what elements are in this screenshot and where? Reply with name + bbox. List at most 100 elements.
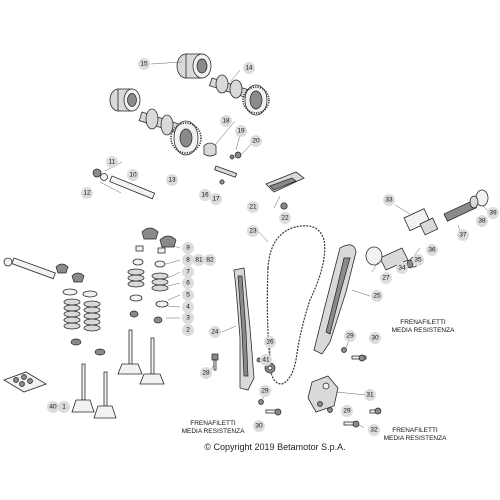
rocker-shaft	[92, 168, 156, 200]
callout-38: 38	[476, 215, 488, 227]
callout-37: 37	[457, 229, 469, 241]
callout-32: 32	[368, 424, 380, 436]
svg-text:15: 15	[140, 61, 148, 68]
svg-text:20: 20	[252, 138, 260, 145]
svg-text:34: 34	[398, 265, 406, 272]
camshaft-bearing-top	[176, 53, 212, 79]
callout-28: 28	[200, 367, 212, 379]
bolts	[211, 347, 382, 428]
decompressor-assembly	[203, 142, 242, 185]
svg-text:81: 81	[195, 257, 203, 264]
svg-text:35: 35	[414, 257, 422, 264]
svg-text:30: 30	[255, 423, 263, 430]
svg-text:14: 14	[245, 65, 253, 72]
svg-text:16: 16	[201, 192, 209, 199]
chain-tensioner-blade	[313, 244, 357, 355]
callout-9: 9	[182, 242, 194, 254]
svg-text:2: 2	[186, 327, 190, 334]
svg-text:30: 30	[371, 335, 379, 342]
callout-26: 26	[264, 336, 276, 348]
callout-10: 10	[127, 169, 139, 181]
svg-text:27: 27	[382, 275, 390, 282]
camshaft-exhaust	[209, 74, 270, 116]
svg-text:FRENAFILETTI: FRENAFILETTI	[400, 319, 446, 326]
callout-81: 81	[193, 254, 205, 266]
callout-13: 13	[166, 174, 178, 186]
callout-16: 16	[199, 189, 211, 201]
callout-7: 7	[182, 266, 194, 278]
callout-15: 15	[138, 58, 150, 70]
callout-34: 34	[396, 262, 408, 274]
svg-text:MEDIA RESISTENZA: MEDIA RESISTENZA	[392, 327, 456, 334]
callout-1: 1	[58, 401, 70, 413]
middle-valve-train	[117, 227, 177, 385]
callout-23: 23	[247, 225, 259, 237]
svg-text:11: 11	[109, 159, 116, 166]
callout-19: 19	[235, 125, 247, 137]
callout-6: 6	[182, 277, 194, 289]
svg-text:7: 7	[186, 269, 190, 276]
svg-text:MEDIA RESISTENZA: MEDIA RESISTENZA	[182, 428, 246, 435]
svg-text:29: 29	[346, 333, 354, 340]
svg-text:9: 9	[186, 245, 190, 252]
svg-text:26: 26	[266, 339, 274, 346]
callout-31: 31	[364, 389, 376, 401]
svg-text:21: 21	[249, 204, 257, 211]
svg-text:17: 17	[212, 196, 220, 203]
svg-text:12: 12	[83, 190, 91, 197]
timing-chain	[266, 225, 326, 385]
chain-guide-upper	[265, 171, 305, 210]
svg-text:40: 40	[49, 404, 57, 411]
svg-text:37: 37	[459, 232, 467, 239]
svg-text:24: 24	[211, 329, 219, 336]
callout-22: 22	[279, 212, 291, 224]
callout-27: 27	[380, 272, 392, 284]
callout-25: 25	[371, 290, 383, 302]
callout-39: 39	[487, 207, 499, 219]
svg-text:22: 22	[281, 215, 289, 222]
svg-text:29: 29	[261, 388, 269, 395]
svg-text:29: 29	[343, 408, 351, 415]
svg-text:33: 33	[385, 197, 393, 204]
svg-text:38: 38	[478, 218, 486, 225]
svg-text:23: 23	[249, 228, 257, 235]
valve-springs-middle	[127, 268, 169, 292]
callout-30b: 30	[253, 420, 265, 432]
svg-text:25: 25	[373, 293, 381, 300]
callout-33: 33	[383, 194, 395, 206]
callout-5: 5	[182, 289, 194, 301]
svg-text:8: 8	[186, 257, 190, 264]
callout-29b: 29	[259, 385, 271, 397]
svg-text:3: 3	[186, 315, 190, 322]
callout-2: 2	[182, 324, 194, 336]
chain-guide-fixed	[233, 267, 255, 391]
callout-36: 36	[426, 244, 438, 256]
callout-24: 24	[209, 326, 221, 338]
left-valve-train	[3, 257, 117, 419]
valve-springs-left	[63, 298, 101, 332]
svg-text:4: 4	[186, 304, 190, 311]
callout-8: 8	[182, 254, 194, 266]
callout-20: 20	[250, 135, 262, 147]
camshaft-intake	[138, 108, 202, 156]
callout-4: 4	[182, 301, 194, 313]
svg-text:39: 39	[489, 210, 497, 217]
svg-text:5: 5	[186, 292, 190, 299]
svg-text:36: 36	[428, 247, 436, 254]
callout-30a: 30	[369, 332, 381, 344]
callout-40: 40	[47, 401, 59, 413]
svg-text:82: 82	[206, 257, 214, 264]
callout-29a: 29	[344, 330, 356, 342]
callout-41: 41	[260, 354, 272, 366]
threadlocker-note-right-top: FRENAFILETTI MEDIA RESISTENZA	[392, 319, 456, 334]
callout-18: 18	[220, 115, 232, 127]
svg-text:18: 18	[222, 118, 230, 125]
callout-21: 21	[247, 201, 259, 213]
callout-12: 12	[81, 187, 93, 199]
camshaft-bearing-left	[109, 88, 141, 112]
svg-text:1: 1	[62, 404, 66, 411]
callout-badges: 15 14 18 19 20 11 10 12 13 16 17 21 22 2…	[47, 58, 499, 436]
svg-text:MEDIA RESISTENZA: MEDIA RESISTENZA	[384, 435, 448, 442]
threadlocker-note-right-bottom: FRENAFILETTI MEDIA RESISTENZA	[384, 427, 448, 442]
